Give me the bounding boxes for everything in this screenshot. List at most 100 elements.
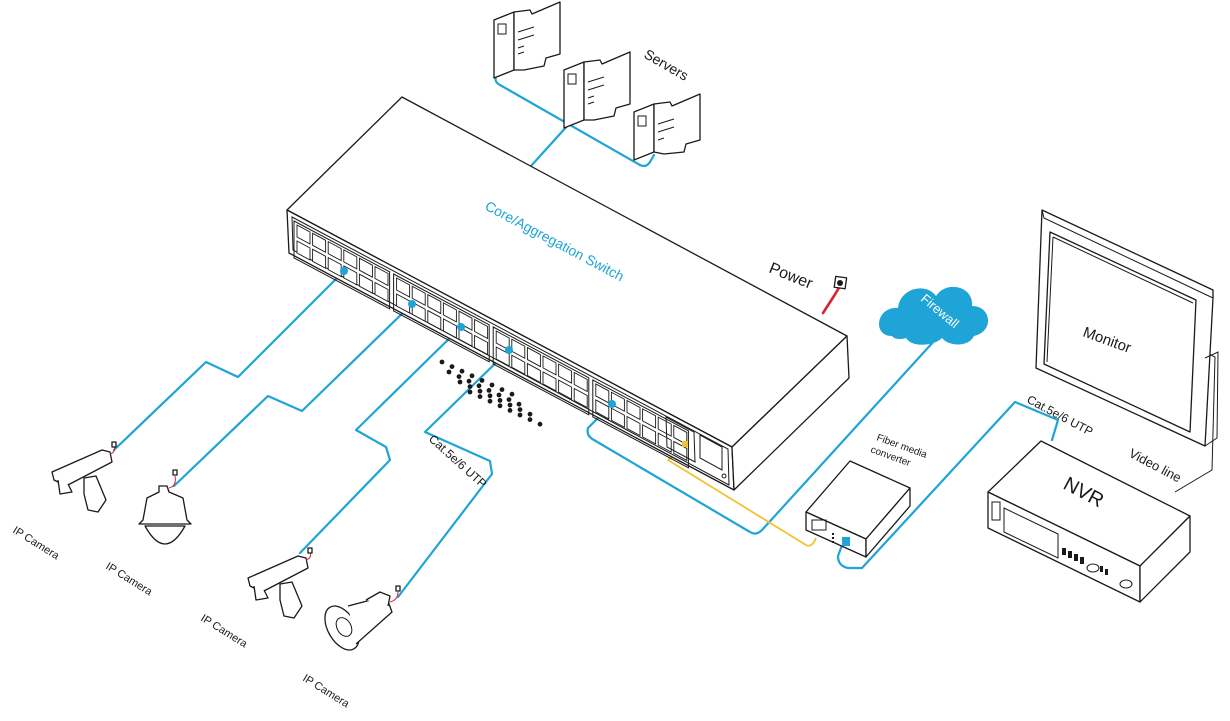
rj45-port[interactable] [642,424,657,445]
rj45-port[interactable] [511,354,526,376]
cable-label-utp-cameras: Cat.5e/6 UTP [426,432,489,491]
ip-camera-1-label: IP Camera [10,524,62,562]
camera-4-cable [396,348,511,599]
rj45-port[interactable] [396,277,411,298]
vent-dot [469,373,475,379]
rj45-port[interactable] [442,318,457,339]
rj45-port[interactable] [358,257,373,278]
vent-dot [456,374,462,379]
server-3[interactable] [633,93,701,161]
switch-port-jack-3 [457,323,465,331]
rj45-port[interactable] [573,387,588,409]
vent-dot [487,393,493,399]
ip-camera-4-label: IP Camera [300,672,352,710]
vent-dot [476,383,482,389]
rj45-port[interactable] [374,265,389,287]
server-1[interactable] [493,1,561,79]
vent-dot [527,411,533,417]
rj45-port[interactable] [642,408,657,429]
firewall-cloud-icon [879,286,989,345]
ip-camera-4[interactable]: IP Camera [300,585,401,711]
rj45-port[interactable] [343,249,358,270]
rj45-port[interactable] [610,407,625,428]
vent-dot [459,368,465,374]
ip-camera-3[interactable]: IP Camera [198,547,313,651]
rj45-port[interactable] [427,293,442,315]
vent-dot [487,398,493,404]
firewall[interactable]: Firewall [879,286,989,345]
vent-dot [497,403,503,409]
camera-1-cable [112,269,346,452]
vent-dot [499,387,505,392]
rj45-port[interactable] [442,302,457,323]
vent-dot [496,392,502,398]
rj45-port[interactable] [458,310,473,331]
vent-dot [449,364,455,369]
rj45-port[interactable] [374,281,389,303]
rj45-port[interactable] [327,256,342,278]
switch-port-jack-1 [340,267,348,275]
fiber-media-converter[interactable]: Fiber media converter [805,432,929,558]
rj45-port[interactable] [358,273,373,294]
ip-camera-2[interactable]: IP Camera [103,469,192,599]
vent-dot [457,379,463,385]
port-block-frame [592,379,689,469]
fiber-cable [667,445,817,547]
vent-dot [439,359,445,365]
ip-camera-2-label: IP Camera [103,560,155,598]
nvr-buttons [1062,548,1108,575]
rj45-port[interactable] [526,362,541,384]
rj45-port[interactable] [396,293,411,314]
core-aggregation-switch[interactable]: Core/Aggregation Switch [286,96,850,491]
power-outlet[interactable]: Power [767,260,848,293]
rj45-port[interactable] [296,240,311,261]
power-cable [821,284,842,315]
rj45-port[interactable] [526,346,541,368]
ip-camera-3-label: IP Camera [198,612,250,650]
camera-cables [112,269,511,599]
camera-2-cable [172,302,414,488]
rj45-port[interactable] [411,301,426,323]
rj45-port[interactable] [474,334,489,356]
vent-dot [517,412,523,418]
ventilation-dots [439,359,543,427]
rj45-port[interactable] [312,232,327,254]
firewall-cable [586,338,937,535]
vent-dot [497,398,503,403]
servers[interactable]: Servers [493,1,701,161]
rj45-port[interactable] [542,371,557,392]
nvr[interactable]: NVR [987,440,1191,603]
nvr-utp-cable [836,400,1060,570]
monitor[interactable]: Monitor [1035,209,1219,447]
port-block-frame [393,273,490,363]
switch-side [731,335,850,491]
sfp-slot-2[interactable] [699,434,723,471]
rj45-port[interactable] [542,355,557,376]
rj45-port[interactable] [474,318,489,340]
rj45-port[interactable] [495,346,510,367]
switch-port-jack-5 [608,400,616,408]
vent-dot [517,407,523,412]
rj45-port[interactable] [573,371,588,393]
sfp-slot-1[interactable] [665,416,696,463]
rj45-port[interactable] [558,363,573,384]
rj45-port[interactable] [595,399,610,420]
rj45-port[interactable] [558,379,573,400]
rj45-port[interactable] [411,285,426,307]
rj45-port[interactable] [626,399,641,421]
rj45-port-area [293,220,689,469]
rj45-port[interactable] [657,416,672,437]
rj45-port[interactable] [427,309,442,331]
rj45-port[interactable] [458,326,473,347]
port-block-frame [492,326,590,416]
vent-dot [507,408,513,413]
rj45-port[interactable] [296,224,311,245]
servers-label: Servers [642,46,692,84]
ip-camera-1[interactable]: IP Camera [10,441,117,563]
rj45-port[interactable] [626,415,641,437]
vent-dot [466,378,472,384]
server-2[interactable] [563,51,631,129]
rj45-port[interactable] [312,248,327,270]
cable-label-video-line: Video line [1127,445,1184,485]
rj45-port[interactable] [327,240,342,262]
